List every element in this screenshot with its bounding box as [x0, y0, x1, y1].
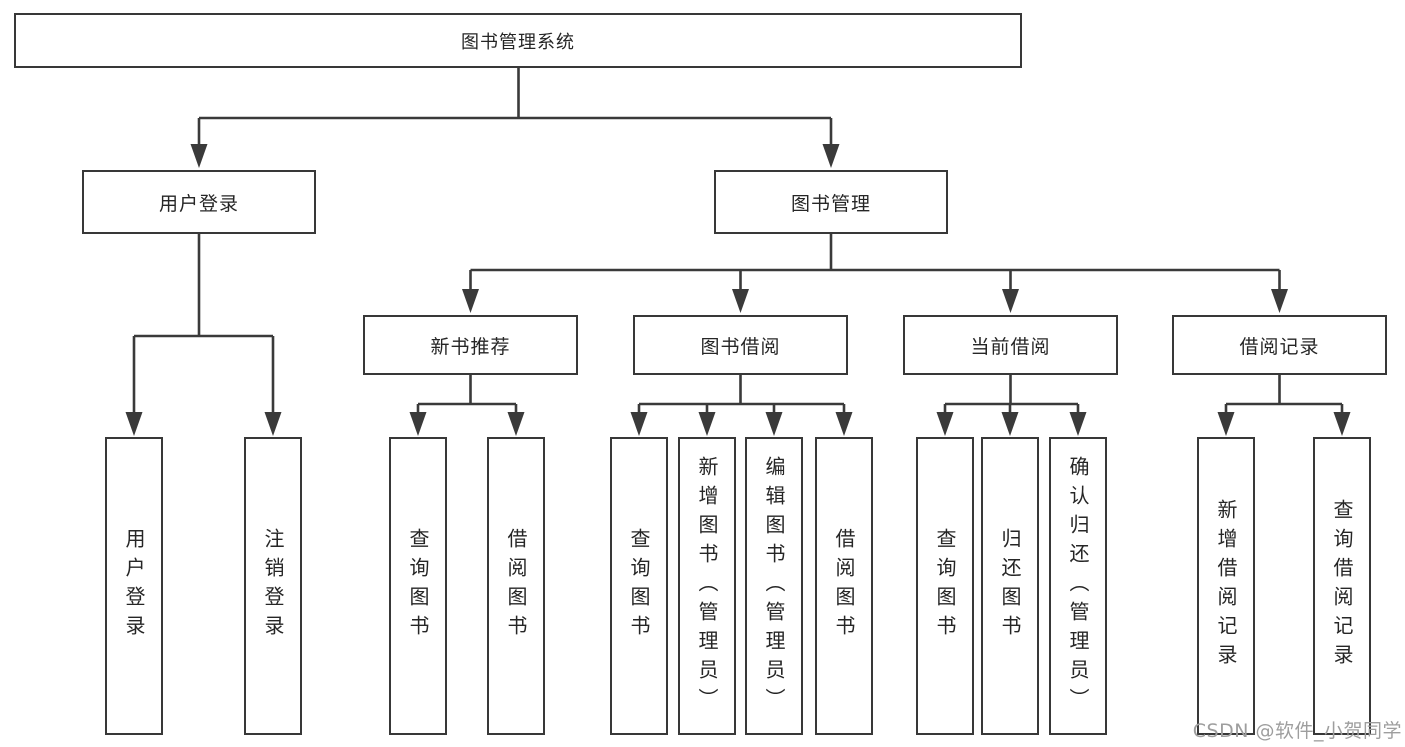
arrowhead [1001, 412, 1019, 436]
arrowhead [765, 412, 783, 436]
node-label: 新增图书（管理员） [695, 455, 719, 717]
leaf-user-login: 用户登录 [105, 437, 163, 735]
arrowhead [630, 412, 648, 436]
leaf-confirm-return-admin: 确认归还（管理员） [1049, 437, 1107, 735]
arrowhead [1271, 289, 1288, 313]
arrowhead [462, 289, 479, 313]
arrowhead [1002, 289, 1019, 313]
node-label: 归还图书 [998, 528, 1022, 644]
leaf-edit-books-admin: 编辑图书（管理员） [745, 437, 803, 735]
leaf-query-books-recommend: 查询图书 [389, 437, 447, 735]
node-label: 图书管理 [790, 192, 871, 215]
node-label: 查询图书 [933, 528, 957, 644]
node-label: 查询借阅记录 [1330, 499, 1354, 673]
node-user-login: 用户登录 [82, 170, 316, 234]
node-book-borrowing: 图书借阅 [633, 315, 848, 375]
arrowhead [190, 144, 208, 168]
connector-new-book-recommend-children [409, 375, 525, 436]
node-label: 借阅图书 [832, 528, 856, 644]
node-root-system: 图书管理系统 [14, 13, 1022, 68]
node-label: 当前借阅 [970, 335, 1051, 358]
connector-book-management-children [462, 234, 1288, 313]
arrowhead [936, 412, 954, 436]
node-label: 用户登录 [158, 192, 239, 215]
arrowhead [1333, 412, 1351, 436]
arrowhead [409, 412, 427, 436]
node-label: 确认归还（管理员） [1066, 455, 1090, 717]
leaf-add-borrow-record: 新增借阅记录 [1197, 437, 1255, 735]
leaf-query-books-borrowing: 查询图书 [610, 437, 668, 735]
node-book-management: 图书管理 [714, 170, 948, 234]
node-label: 查询图书 [627, 528, 651, 644]
leaf-borrow-books-recommend: 借阅图书 [487, 437, 545, 735]
arrowhead [125, 412, 143, 436]
arrowhead [507, 412, 525, 436]
node-label: 借阅图书 [504, 528, 528, 644]
node-label: 注销登录 [261, 528, 285, 644]
node-label: 用户登录 [122, 528, 146, 644]
arrowhead [732, 289, 749, 313]
connector-current-borrowing-children [936, 375, 1087, 436]
arrowhead [264, 412, 282, 436]
arrowhead [698, 412, 716, 436]
csdn-watermark: CSDN @软件_小贺同学 [1192, 720, 1402, 742]
arrowhead [822, 144, 840, 168]
connector-user-login-children [125, 234, 282, 436]
node-label: 新增借阅记录 [1214, 499, 1238, 673]
leaf-borrow-books-borrowing: 借阅图书 [815, 437, 873, 735]
node-label: 图书借阅 [700, 335, 781, 358]
connector-book-borrowing-children [630, 375, 853, 436]
arrowhead [1217, 412, 1235, 436]
leaf-query-borrow-record: 查询借阅记录 [1313, 437, 1371, 735]
node-label: 借阅记录 [1239, 335, 1320, 358]
connector-root-to-level2 [190, 68, 840, 168]
node-new-book-recommend: 新书推荐 [363, 315, 578, 375]
node-label: 图书管理系统 [461, 31, 575, 53]
node-label: 查询图书 [406, 528, 430, 644]
node-borrowing-records: 借阅记录 [1172, 315, 1387, 375]
arrowhead [835, 412, 853, 436]
arrowhead [1069, 412, 1087, 436]
leaf-add-books-admin: 新增图书（管理员） [678, 437, 736, 735]
node-label: 新书推荐 [430, 335, 511, 358]
leaf-return-books: 归还图书 [981, 437, 1039, 735]
connector-borrowing-records-children [1217, 375, 1351, 436]
leaf-query-books-current: 查询图书 [916, 437, 974, 735]
node-label: 编辑图书（管理员） [762, 455, 786, 717]
node-current-borrowing: 当前借阅 [903, 315, 1118, 375]
leaf-logout: 注销登录 [244, 437, 302, 735]
